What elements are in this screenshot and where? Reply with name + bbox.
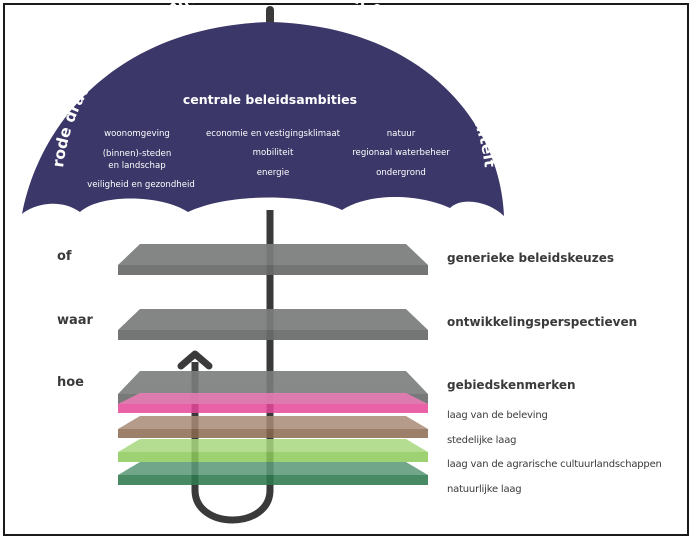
level-label-gebiedskenmerken: gebiedskenmerken [447,378,576,392]
arrow-up-icon [177,350,213,370]
slab-natuurlijke-laag [118,462,428,485]
slab-stedelijke-laag-top-face [118,416,428,429]
slab-stedelijke-laag [118,416,428,438]
layer-label-natuurlijk: natuurlijke laag [447,484,522,495]
level-label-ontwikkelingsperspectieven: ontwikkelingsperspectieven [447,315,638,329]
layer-label-agrarisch: laag van de agrarische cultuurlandschapp… [447,459,662,470]
slab-gebiedskenmerken-top-face [118,371,428,394]
slab-agrarische-laag [118,439,428,462]
slab-generieke-beleidskeuzes-top-face [118,244,428,265]
ambition-binnensteden: (binnen)-steden [103,149,172,159]
slab-laag-beleving-front-edge [118,404,428,413]
umbrella-pole-shaft [191,210,274,524]
ambition-woonomgeving: woonomgeving [104,129,170,139]
slab-stedelijke-laag-front-edge [118,429,428,438]
slab-laag-beleving [118,393,428,413]
layer-label-beleving: laag van de beleving [447,410,548,421]
ambition-economie: economie en vestigingsklimaat [206,129,341,139]
slab-ontwikkelingsperspectieven-front-edge [118,330,428,340]
slab-ontwikkelingsperspectieven [118,309,428,340]
umbrella-canopy [22,22,504,216]
ambition-natuur: natuur [387,129,416,139]
level-question-of: of [57,249,72,264]
level-question-waar: waar [57,313,93,328]
ambition-veiligheid: veiligheid en gezondheid [87,180,195,190]
ambition-mobiliteit: mobiliteit [253,148,294,158]
slab-laag-beleving-top-face [118,393,428,404]
slab-generieke-beleidskeuzes [118,244,428,275]
layer-label-stedelijk: stedelijke laag [447,435,517,446]
slab-natuurlijke-laag-front-edge [118,475,428,485]
ambitions-title: centrale beleidsambities [183,92,357,107]
level-label-generieke-beleidskeuzes: generieke beleidskeuzes [447,251,614,265]
ambition-energie: energie [257,168,290,178]
slab-ontwikkelingsperspectieven-top-face [118,309,428,330]
slab-natuurlijke-laag-top-face [118,462,428,475]
ambition-waterbeheer: regionaal waterbeheer [352,148,450,158]
level-question-hoe: hoe [57,375,85,390]
slab-agrarische-laag-top-face [118,439,428,452]
slab-generieke-beleidskeuzes-front-edge [118,265,428,275]
slab-agrarische-laag-front-edge [118,452,428,462]
ambition-landschap: en landschap [108,161,165,171]
ambition-ondergrond: ondergrond [376,168,426,178]
